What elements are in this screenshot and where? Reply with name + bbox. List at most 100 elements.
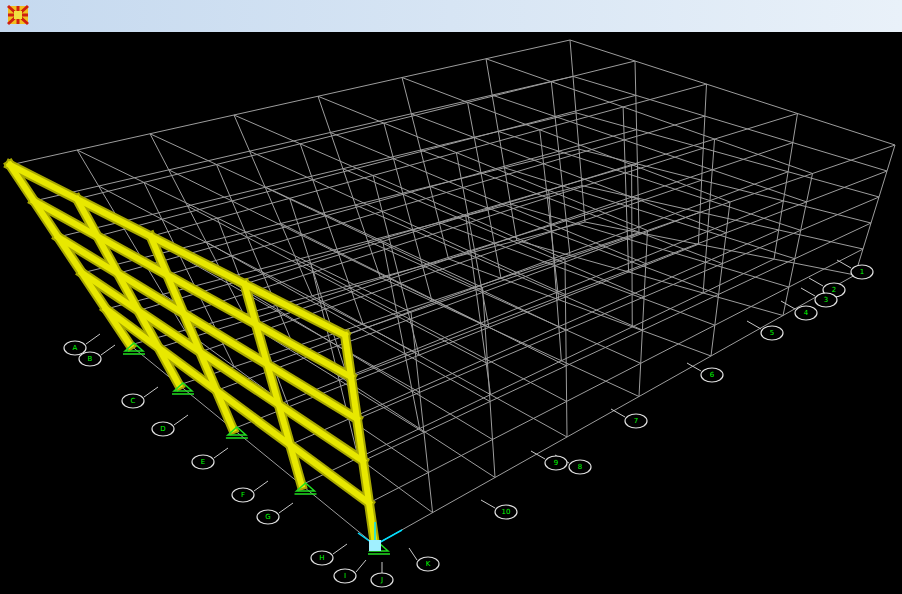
grid-bubble [64, 341, 86, 355]
grid-label: 4 [804, 309, 808, 317]
frame-member [631, 165, 633, 327]
bubble-leader [687, 363, 701, 371]
selected-member [10, 165, 345, 335]
selected-frame [10, 165, 375, 545]
grid-bubble [257, 510, 279, 524]
frame-member [570, 40, 895, 145]
bubble-leader [279, 503, 293, 513]
frame-member [639, 231, 648, 397]
frame-member [402, 78, 730, 203]
grid-label-holder: 3 [816, 294, 836, 306]
origin-axes [358, 522, 402, 551]
grid-label: F [241, 491, 245, 499]
frame-member [281, 223, 566, 365]
frame-member [265, 187, 566, 330]
selected-member-edge [345, 335, 375, 545]
bubble-leader [356, 560, 366, 572]
grid-bubble [569, 460, 591, 474]
grid-label-holder: K [418, 558, 438, 570]
grid-label-holder: 10 [496, 506, 516, 518]
grid-label: 9 [554, 459, 558, 467]
bubble-leader [409, 548, 417, 560]
selected-member [77, 199, 179, 385]
grid-label: D [160, 425, 165, 433]
grid-bubble [795, 306, 817, 320]
title-bar [0, 0, 902, 32]
grid-label-holder: F [233, 489, 253, 501]
bubble-leader [481, 500, 495, 508]
grid-bubble [334, 569, 356, 583]
frame-member [468, 102, 501, 278]
grid-label: C [131, 397, 136, 405]
frame-member [411, 114, 726, 233]
grid-bubble [851, 265, 873, 279]
bubble-leader [747, 321, 761, 329]
grid-label: 6 [710, 371, 714, 379]
selected-member [245, 284, 302, 485]
bubble-leader [254, 481, 268, 491]
grid-label-holder: B [80, 353, 100, 365]
frame-member [582, 186, 863, 249]
frame-member [540, 130, 559, 300]
frame-member [439, 223, 715, 326]
grid-label-holder: I [335, 570, 355, 582]
support-symbol [226, 427, 248, 438]
grid-bubbles [64, 260, 873, 587]
grid-label-holder: D [153, 423, 173, 435]
grid-bubble [371, 573, 393, 587]
frame-member [623, 107, 628, 272]
frame-member [549, 190, 562, 361]
grid-bubble [815, 293, 837, 307]
grid-label-holder: 7 [626, 415, 646, 427]
grid-label-holder: A [65, 342, 85, 354]
grid-label-holder: G [258, 511, 278, 523]
bubble-leader [809, 278, 823, 286]
frame-member [551, 82, 570, 256]
frame-member [402, 78, 449, 259]
frame-member [498, 131, 800, 230]
frame-member [486, 59, 517, 241]
bubble-leader [86, 334, 100, 344]
grid-label: A [73, 344, 78, 352]
grid-label-holder: 4 [796, 307, 816, 319]
frame-member [565, 259, 567, 437]
grid-label-holder: 1 [852, 266, 872, 278]
frame-member [300, 144, 363, 324]
frame-member [635, 61, 639, 233]
selected-member-edge [34, 201, 351, 377]
selected-member [34, 201, 351, 377]
frame-member [703, 139, 714, 293]
frame-member [318, 96, 380, 277]
grid-label-holder: C [123, 395, 143, 407]
grid-bubble [625, 414, 647, 428]
frame-member [698, 84, 706, 244]
frame-member [855, 145, 895, 275]
frame-member [383, 241, 420, 428]
grid-label: 8 [578, 463, 582, 471]
grid-bubble [152, 422, 174, 436]
bubble-leader [333, 544, 347, 554]
frame-member [466, 216, 491, 395]
grid-label: 3 [824, 296, 828, 304]
grid-label-holder: J [372, 574, 392, 586]
grid-bubble [495, 505, 517, 519]
selected-member [151, 236, 233, 429]
bubble-leader [174, 415, 188, 425]
grid-bubble [701, 368, 723, 382]
frame-member [483, 288, 496, 478]
selected-member [82, 273, 363, 461]
bubble-leader [781, 301, 795, 309]
bubble-leader [837, 260, 851, 268]
app-icon [8, 6, 28, 24]
bubble-leader [101, 345, 115, 355]
frame-member [449, 259, 712, 356]
grid-label-holder: 5 [762, 327, 782, 339]
grid-label-holder: 8 [570, 461, 590, 473]
grid-label-holder: 9 [546, 457, 566, 469]
bubble-leader [531, 451, 545, 459]
support-symbol [295, 483, 317, 494]
frame-member [234, 115, 312, 296]
support-symbol [123, 343, 145, 354]
